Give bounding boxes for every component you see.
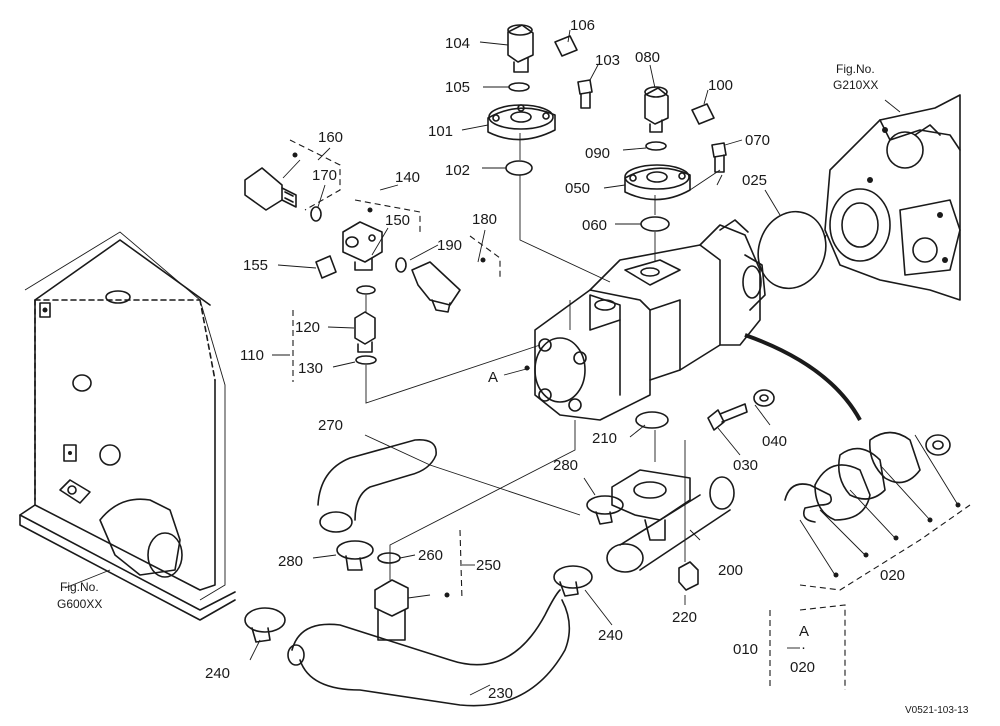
label-200: 200	[718, 562, 743, 579]
label-160: 160	[318, 129, 343, 146]
label-030: 030	[733, 457, 758, 474]
hose-clamp-240-left	[244, 607, 286, 643]
label-010: 010	[733, 641, 758, 658]
hose-clamp-280-left	[336, 540, 374, 571]
o-ring-105	[508, 82, 530, 92]
label-240-right: 240	[598, 627, 623, 644]
o-ring-102	[505, 160, 533, 176]
tee-block-140	[342, 221, 383, 271]
hose-270	[317, 438, 437, 521]
ref-g600-line1: Fig.No.	[60, 580, 99, 594]
hose-clamp-280-right	[586, 495, 624, 525]
washer-040	[753, 389, 775, 407]
adapter-160	[244, 167, 297, 211]
label-100: 100	[708, 77, 733, 94]
hose-clamp-240-right	[553, 565, 593, 597]
drawing-code: V0521-103-13	[905, 705, 969, 716]
label-270: 270	[318, 417, 343, 434]
label-155: 155	[243, 257, 268, 274]
transmission-housing	[824, 94, 961, 301]
o-ring-190	[395, 257, 407, 273]
label-050: 050	[565, 180, 590, 197]
o-ring-060	[640, 216, 670, 232]
label-170: 170	[312, 167, 337, 184]
label-105: 105	[445, 79, 470, 96]
label-250: 250	[476, 557, 501, 574]
label-025: 025	[742, 172, 767, 189]
label-040: 040	[762, 433, 787, 450]
elbow-fitting-104	[507, 24, 534, 73]
arrow-to-clip-kit	[744, 333, 862, 421]
o-ring-170	[310, 206, 322, 222]
label-070: 070	[745, 132, 770, 149]
label-090: 090	[585, 145, 610, 162]
label-060: 060	[582, 217, 607, 234]
flange-050	[624, 164, 691, 201]
label-190: 190	[437, 237, 462, 254]
label-230: 230	[488, 685, 513, 702]
leader-lines	[249, 29, 959, 696]
label-106: 106	[570, 17, 595, 34]
label-110: 110	[240, 347, 264, 364]
ref-g600-line2: G600XX	[57, 597, 102, 611]
label-280-right: 280	[553, 457, 578, 474]
part-labels: 104 106 105 103 101 102 080 100 090 070 …	[205, 17, 905, 702]
o-ring-150	[356, 285, 376, 295]
label-210: 210	[592, 430, 617, 447]
label-020: 020	[880, 567, 905, 584]
label-102: 102	[445, 162, 470, 179]
label-101: 101	[428, 123, 453, 140]
label-080: 080	[635, 49, 660, 66]
gear-pump-assembly	[534, 219, 766, 421]
label-240-left: 240	[205, 665, 230, 682]
flange-101	[487, 104, 556, 141]
label-120: 120	[295, 319, 320, 336]
label-box-dot: ·	[801, 639, 806, 656]
label-box-020: 020	[790, 659, 815, 676]
elbow-fitting-080	[644, 86, 669, 133]
label-box-A: A	[799, 623, 809, 640]
label-130: 130	[298, 360, 323, 377]
bolt-030	[707, 403, 748, 431]
group-brackets	[289, 139, 971, 690]
label-180: 180	[472, 211, 497, 228]
adapter-120	[354, 311, 376, 353]
hydraulic-tank	[19, 231, 236, 621]
o-ring-130	[355, 355, 377, 365]
o-ring-090	[645, 141, 667, 151]
label-103: 103	[595, 52, 620, 69]
plug-106	[554, 35, 578, 57]
elbow-fitting-250	[374, 579, 409, 641]
label-A: A	[488, 369, 498, 386]
o-ring-260	[377, 552, 401, 564]
elbow-180	[411, 261, 461, 313]
bolt-103	[577, 79, 593, 109]
label-280-left: 280	[278, 553, 303, 570]
ref-g210-line1: Fig.No.	[836, 62, 875, 76]
fitting-220	[678, 561, 699, 591]
ref-g210-line2: G210XX	[833, 78, 878, 92]
bolt-070	[711, 142, 727, 173]
label-220: 220	[672, 609, 697, 626]
label-104: 104	[445, 35, 470, 52]
plug-155	[315, 255, 337, 279]
suction-pipe-200	[606, 469, 735, 573]
label-150: 150	[385, 212, 410, 229]
label-260: 260	[418, 547, 443, 564]
hose-230	[291, 589, 571, 707]
plug-100	[691, 103, 715, 125]
o-ring-210	[635, 411, 669, 429]
o-ring-025	[757, 210, 827, 290]
label-140: 140	[395, 169, 420, 186]
clip-kit-020	[784, 431, 951, 523]
leader-dots	[292, 152, 961, 598]
figure-references: Fig.No. G210XX Fig.No. G600XX V0521-103-…	[57, 62, 969, 716]
